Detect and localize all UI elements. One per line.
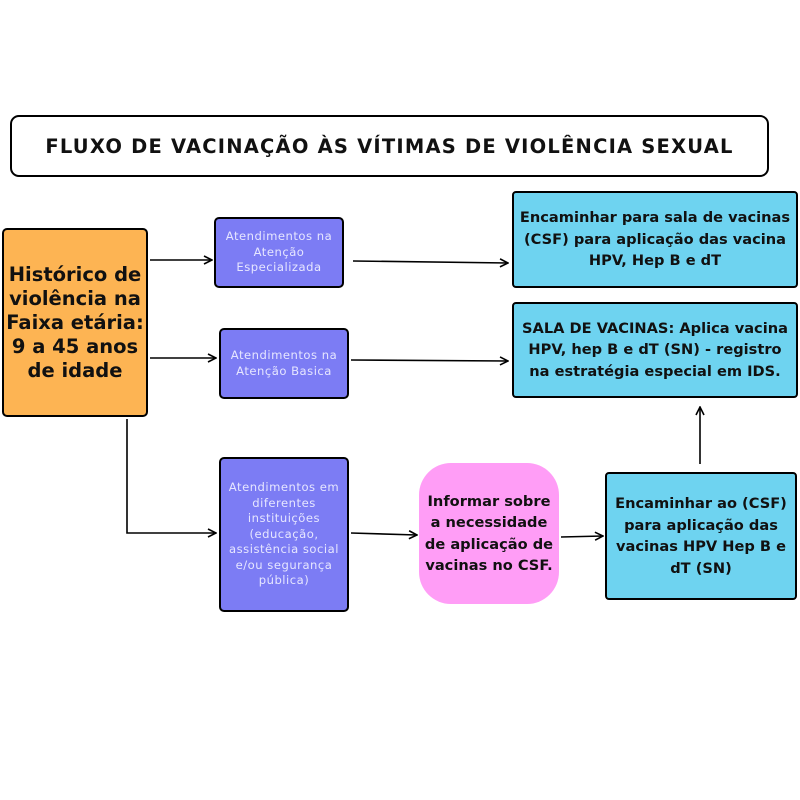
arrow-historico-to-instituicoes	[126, 419, 216, 533]
arrow-informar-to-encaminhar-csf	[560, 536, 603, 537]
node-diferentes-instituicoes: Atendimentos em diferentes instituições …	[219, 457, 349, 612]
arrow-basica-to-sala	[350, 360, 508, 361]
arrow-instituicoes-to-informar	[350, 533, 417, 535]
node-atencao-basica-text: Atendimentos na Atenção Basica	[230, 347, 338, 378]
arrow-especializada-to-encaminhar	[352, 261, 508, 263]
node-historico: Histórico de violência na Faixa etária: …	[2, 228, 148, 417]
node-atencao-basica: Atendimentos na Atenção Basica	[219, 328, 349, 399]
node-informar: Informar sobre a necessidade de aplicaçã…	[419, 463, 559, 604]
node-atencao-especializada-text: Atendimentos na Atenção Especializada	[225, 229, 333, 275]
node-encaminhar-sala-text: Encaminhar para sala de vacinas (CSF) pa…	[519, 209, 791, 270]
node-atencao-especializada: Atendimentos na Atenção Especializada	[214, 217, 344, 288]
node-diferentes-instituicoes-text: Atendimentos em diferentes instituições …	[228, 479, 340, 588]
node-historico-text: Histórico de violência na Faixa etária: …	[6, 262, 144, 382]
node-encaminhar-csf-text: Encaminhar ao (CSF) para aplicação das v…	[615, 495, 787, 577]
node-encaminhar-csf: Encaminhar ao (CSF) para aplicação das v…	[605, 472, 797, 600]
node-sala-vacinas-text: SALA DE VACINAS: Aplica vacina HPV, hep …	[522, 319, 788, 380]
node-sala-vacinas: SALA DE VACINAS: Aplica vacina HPV, hep …	[512, 302, 798, 398]
node-encaminhar-sala: Encaminhar para sala de vacinas (CSF) pa…	[512, 191, 798, 288]
diagram-title: FLUXO DE VACINAÇÃO ÀS VÍTIMAS DE VIOLÊNC…	[10, 115, 769, 177]
diagram-title-text: FLUXO DE VACINAÇÃO ÀS VÍTIMAS DE VIOLÊNC…	[45, 134, 734, 158]
node-informar-text: Informar sobre a necessidade de aplicaçã…	[424, 492, 554, 575]
